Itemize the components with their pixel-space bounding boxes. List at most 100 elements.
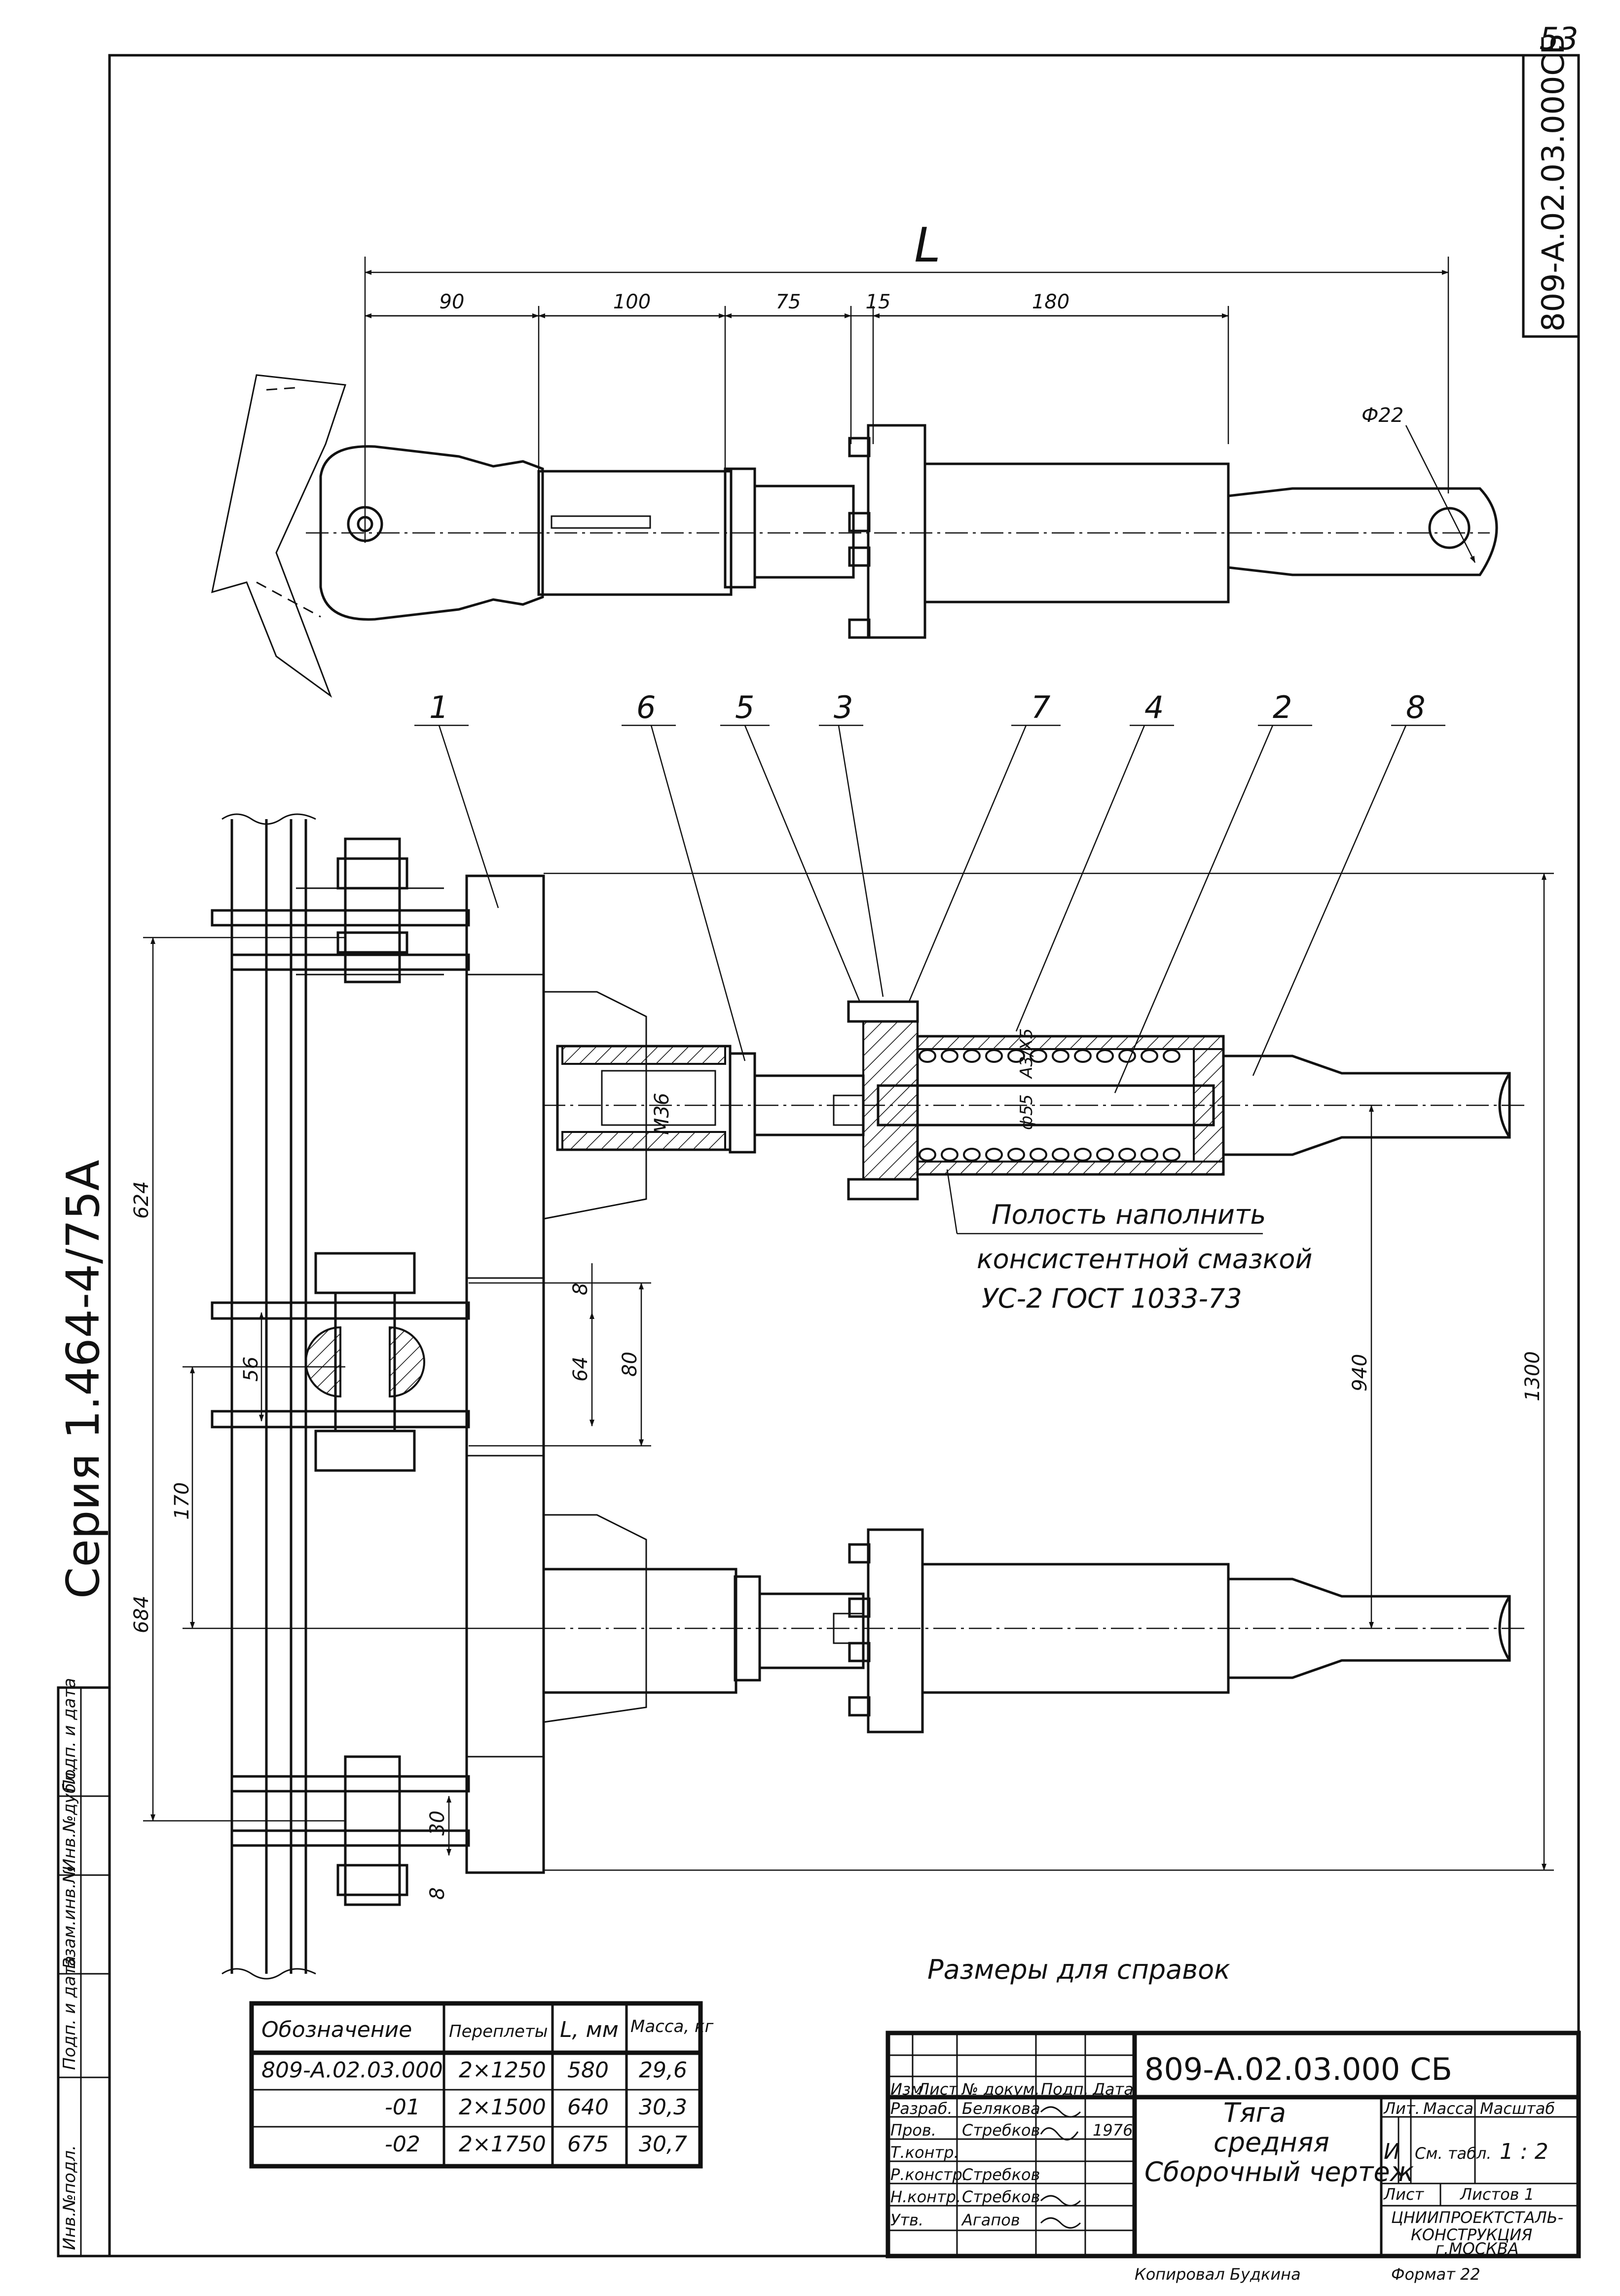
reference-note: Размеры для справок (927, 1954, 1230, 1985)
series-label: Серия 1.464-4/75А (57, 1160, 110, 1599)
tb-scale-label: Масштаб (1480, 2099, 1555, 2118)
dim-100: 100 (613, 291, 651, 313)
tb-drawing-code: 809-А.02.03.000 СБ (1144, 2051, 1452, 2087)
dim-624: 624 (130, 1181, 153, 1219)
thread-label: М36 (651, 1093, 673, 1135)
signatures (1040, 2106, 1081, 2229)
lower-threaded-rod (758, 1592, 865, 1669)
pos-3: 3 (834, 689, 853, 725)
tb-col-izm: Изм (890, 2080, 922, 2099)
tb-mass-label: Масса (1423, 2099, 1473, 2118)
hole-diameter-label: Ф22 (1362, 404, 1403, 427)
note-line-1: Полость наполнить (992, 1199, 1266, 1230)
spec-header-designation: Обозначение (261, 2017, 412, 2042)
pos-1: 1 (429, 689, 448, 725)
lower-flange (867, 1528, 924, 1733)
dim-8-top: 8 (569, 1283, 592, 1295)
title-block: Изм Лист № докум. Подп. Дата Разраб. Бел… (885, 2031, 1581, 2258)
pos-8: 8 (1406, 689, 1425, 725)
tb-role-1: Разраб. (890, 2099, 953, 2118)
spec-row-3-length: 675 (567, 2132, 609, 2157)
top-flange-bolts (848, 437, 871, 639)
stamp-inv-dubl: Инв.№дубл. (60, 1767, 79, 1871)
top-rod-end (1227, 487, 1498, 576)
dim-extension-lines (364, 257, 1449, 543)
stamp-vzam-inv: Взам.инв.№ (60, 1866, 79, 1969)
stamp-podp-data-2: Подп. и дата (60, 1678, 79, 1792)
top-bracket-bolt (344, 837, 401, 983)
lubrication-note: Полость наполнить консистентной смазкой … (946, 1169, 1312, 1314)
side-stamp-frame (57, 1686, 111, 2258)
spec-header-length: L, мм (560, 2017, 619, 2042)
dim-940: 940 (1349, 1354, 1371, 1392)
clevis-eye (319, 445, 544, 621)
spec-row-2-bindings: 2×1500 (459, 2095, 546, 2120)
upper-flange-nut-top (847, 1000, 919, 1023)
lower-gusset (543, 1514, 647, 1723)
spec-row-3-bindings: 2×1750 (459, 2132, 546, 2157)
dim-8-bottom: 8 (426, 1887, 449, 1900)
position-labels: 1 6 5 3 7 4 2 8 (414, 689, 1445, 1093)
side-stamp: Инв.№подл. Подп. и дата Взам.инв.№ Инв.№… (57, 1678, 111, 2258)
tb-col-list: Лист (917, 2080, 958, 2099)
pos-4: 4 (1144, 689, 1164, 725)
tb-col-date: Дата (1092, 2080, 1134, 2099)
dim-56: 56 (240, 1356, 262, 1382)
dim-1300: 1300 (1521, 1351, 1544, 1401)
format-label: Формат 22 (1391, 2265, 1480, 2284)
outer-border (108, 54, 1580, 2258)
spec-row-1-bindings: 2×1250 (459, 2058, 546, 2083)
spec-row-2-length: 640 (567, 2095, 609, 2120)
middle-bracket (211, 1252, 470, 1472)
pos-7: 7 (1031, 689, 1050, 725)
crossbar (465, 874, 545, 1874)
top-flange (867, 424, 926, 639)
dim-total-label: L (914, 218, 940, 273)
frame-break-lines (221, 813, 316, 1980)
note-line-2: консистентной смазкой (977, 1243, 1312, 1275)
tb-role-4: Р.констр. (890, 2165, 967, 2184)
top-view: L 90 100 75 15 180 (211, 218, 1498, 698)
spec-header-bindings: Переплеты (449, 2022, 548, 2041)
bottom-bracket-bolt (344, 1755, 401, 1906)
pos-2: 2 (1273, 689, 1292, 725)
upper-tie-rod: М36 (543, 991, 1524, 1220)
dim-684: 684 (130, 1596, 153, 1633)
tb-col-doc: № докум. (961, 2080, 1040, 2099)
spec-row-1-designation: 809-А.02.03.000 (261, 2058, 443, 2083)
tb-org-1: ЦНИИПРОЕКТСТАЛЬ- (1391, 2208, 1563, 2227)
tb-role-5: Н.контр. (890, 2187, 961, 2206)
spec-row-1-mass: 29,6 (639, 2058, 687, 2083)
dim-75: 75 (776, 291, 801, 313)
top-bracket (211, 837, 470, 983)
fit-label: A3/X5 (1017, 1028, 1036, 1079)
tb-name-line-3: Сборочный чертеж (1144, 2156, 1414, 2187)
top-nut (724, 467, 756, 589)
gusset-plate (211, 374, 347, 698)
frame-members (230, 819, 307, 1974)
tb-lit-value: И (1384, 2139, 1400, 2164)
tb-role-6: Утв. (890, 2211, 923, 2229)
spec-table: Обозначение Переплеты L, мм Масса, кг 80… (249, 2001, 714, 2169)
dim-170: 170 (171, 1482, 193, 1520)
tb-name-line-2: средняя (1214, 2127, 1329, 2158)
vertical-drawing-code: 809-А.02.03.000СБ (1535, 34, 1571, 332)
upper-m36-thread (601, 1070, 716, 1126)
bore-label: ф55 (1017, 1094, 1036, 1130)
main-view: М36 (130, 813, 1554, 1980)
lower-clevis-body (542, 1568, 737, 1694)
main-dimensions: 624 56 170 684 8 64 80 30 8 940 1300 (130, 872, 1554, 1900)
note-line-3: УС-2 ГОСТ 1033-73 (982, 1283, 1242, 1314)
dim-64: 64 (569, 1356, 592, 1382)
tb-role-2: Пров. (890, 2121, 936, 2140)
spec-row-3-designation: -02 (385, 2132, 420, 2157)
top-rod-hole (1428, 507, 1471, 549)
upper-flange (862, 1001, 919, 1195)
vertical-code-box (1522, 54, 1580, 338)
spec-row-2-mass: 30,3 (639, 2095, 687, 2120)
lower-tie-rod (542, 1514, 1524, 1733)
spec-row-3-mass: 30,7 (639, 2132, 687, 2157)
sheet-number: 53 (1540, 21, 1579, 57)
copied-by: Копировал Будкина (1135, 2265, 1301, 2284)
tb-org-3: г.МОСКВА (1436, 2239, 1519, 2258)
